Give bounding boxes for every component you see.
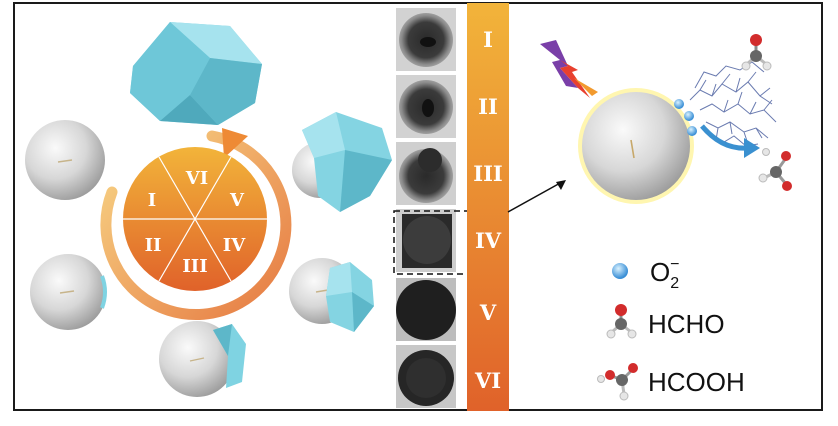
stage-bar-label: II (478, 94, 498, 119)
wheel-segment-label: VI (185, 168, 208, 189)
superoxide-icon (612, 263, 628, 279)
wheel-segment-label: I (148, 190, 156, 211)
formic-acid-molecule-icon (758, 148, 792, 191)
hollow-sphere-catalyst (578, 88, 694, 204)
sphere-stage-1 (25, 120, 105, 200)
crystal-large-icon (130, 22, 262, 125)
sphere-stage-5 (292, 112, 392, 212)
surface-superoxide-bubbles (674, 99, 697, 136)
zoom-arrow (507, 180, 566, 213)
stage-wheel: VI V IV III II I (123, 147, 267, 291)
stage-bar-label: IV (475, 228, 502, 253)
sphere-stage-2 (30, 254, 107, 330)
stage-bar-label: VI (474, 368, 501, 393)
sphere-stage-4 (289, 258, 374, 332)
legend-label-superoxide: O2− (650, 256, 679, 292)
pollutant-network-icon (689, 61, 777, 147)
wheel-segment-label: III (182, 256, 207, 277)
sphere-stage-3 (159, 321, 246, 397)
formic-acid-legend-icon (597, 363, 638, 401)
cycle-arrow (100, 128, 292, 321)
wheel-segment-label: II (145, 235, 162, 256)
stage-bar-label: I (483, 27, 493, 52)
light-lightning-icon (540, 40, 598, 98)
figure-frame (13, 2, 823, 411)
legend: O2− HCHO (597, 256, 745, 401)
formaldehyde-molecule-icon (741, 34, 772, 71)
formaldehyde-legend-icon (606, 304, 637, 339)
wheel-segment-label: IV (223, 235, 246, 256)
oxidation-arrow (700, 124, 760, 158)
legend-label-hcooh: HCOOH (648, 367, 745, 397)
legend-label-hcho: HCHO (648, 309, 725, 339)
tem-image-column (396, 8, 456, 408)
stage-bar: I II III IV V VI (467, 3, 509, 411)
stage-bar-label: V (479, 300, 497, 325)
stage-bar-label: III (473, 161, 502, 186)
wheel-segment-label: V (229, 190, 245, 211)
